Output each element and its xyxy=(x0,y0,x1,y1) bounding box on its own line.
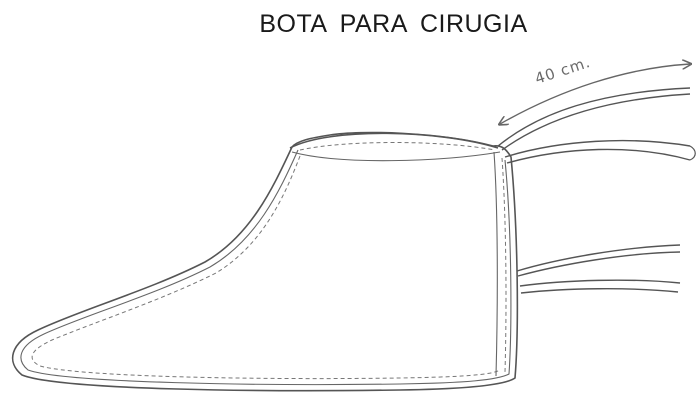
upper-tie-lower-inner xyxy=(506,148,691,164)
top-opening-dashed xyxy=(299,142,496,151)
lower-tie-top xyxy=(516,244,681,272)
boot-inner-outline xyxy=(20,149,512,386)
sole-seam-dashed xyxy=(31,155,501,380)
lower-tie-top-inner xyxy=(517,251,681,277)
back-seam-dashed xyxy=(501,157,507,373)
boot-outer-outline xyxy=(12,131,519,392)
diagram-title: BOTA PARA CIRUGIA xyxy=(259,10,528,38)
upper-tie-lower xyxy=(504,139,691,158)
back-seam-line xyxy=(493,151,498,377)
lower-tie-bottom-inner xyxy=(520,288,679,294)
top-opening-inner xyxy=(291,151,501,162)
upper-tie-end xyxy=(689,145,696,161)
lower-tie-bottom xyxy=(519,279,681,287)
measurement-arrow xyxy=(500,64,690,124)
top-opening-outer xyxy=(289,132,499,149)
measurement-label: 40 cm. xyxy=(533,53,593,88)
